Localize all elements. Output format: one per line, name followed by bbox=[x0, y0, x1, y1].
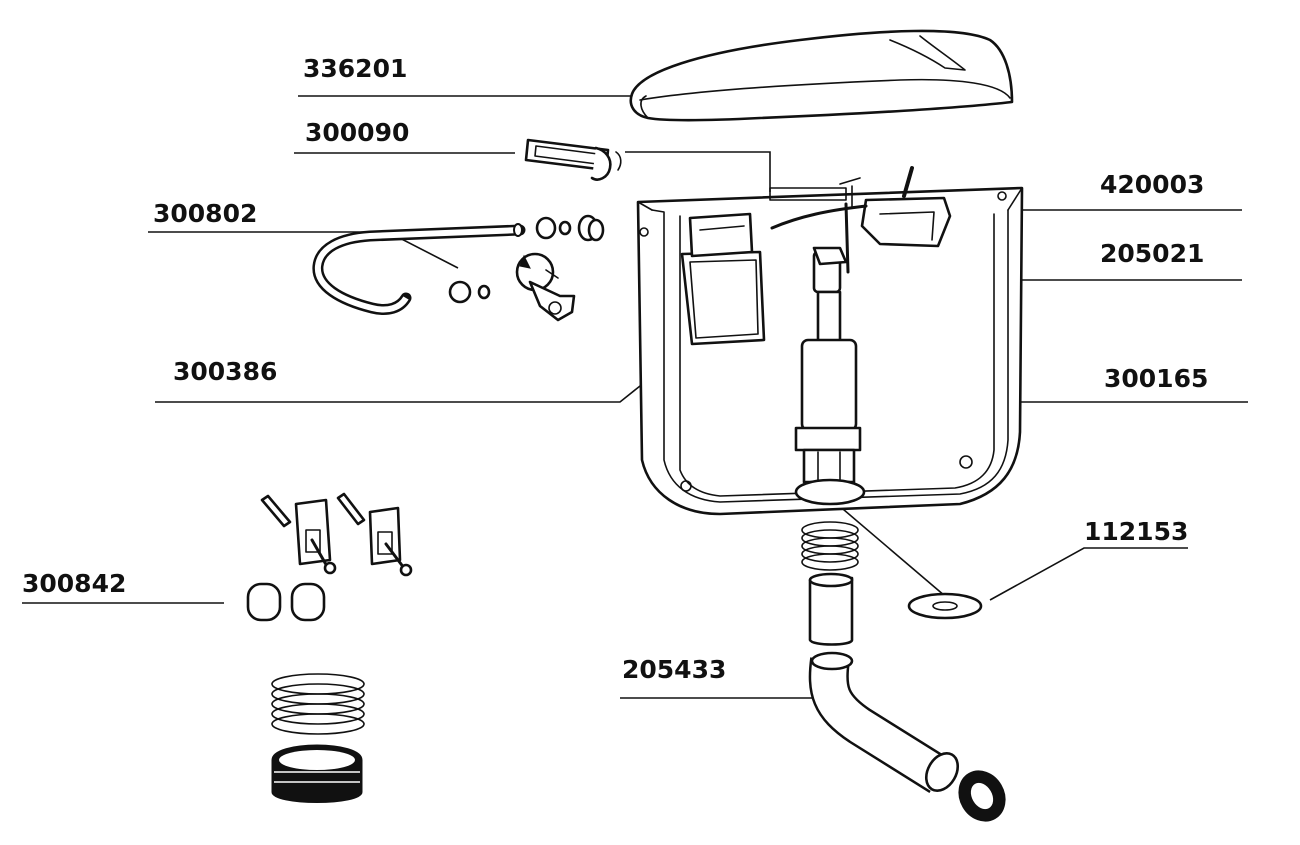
washer-112153 bbox=[907, 592, 983, 620]
label-420003: 420003 bbox=[1100, 170, 1204, 199]
label-112153: 112153 bbox=[1084, 517, 1188, 546]
flush-lever-mechanism bbox=[770, 166, 952, 274]
float-hook-bracket bbox=[524, 138, 622, 181]
cistern-lid bbox=[629, 29, 1014, 122]
inlet-valve-assembly bbox=[312, 214, 605, 322]
bellows-seal bbox=[271, 744, 363, 803]
flush-pipe bbox=[801, 521, 1006, 822]
label-336201: 336201 bbox=[303, 54, 407, 83]
threaded-nut bbox=[801, 521, 859, 571]
wall-fixings bbox=[246, 492, 413, 803]
label-205021: 205021 bbox=[1100, 239, 1204, 268]
label-300090: 300090 bbox=[305, 118, 409, 147]
label-300842: 300842 bbox=[22, 569, 126, 598]
label-205433: 205433 bbox=[622, 655, 726, 684]
threaded-ring bbox=[271, 673, 365, 735]
label-300386: 300386 bbox=[173, 357, 277, 386]
flush-valve-column bbox=[794, 246, 866, 506]
label-300165: 300165 bbox=[1104, 364, 1208, 393]
leader-lines bbox=[22, 95, 1248, 699]
overflow-block bbox=[680, 212, 766, 346]
label-300802: 300802 bbox=[153, 199, 257, 228]
